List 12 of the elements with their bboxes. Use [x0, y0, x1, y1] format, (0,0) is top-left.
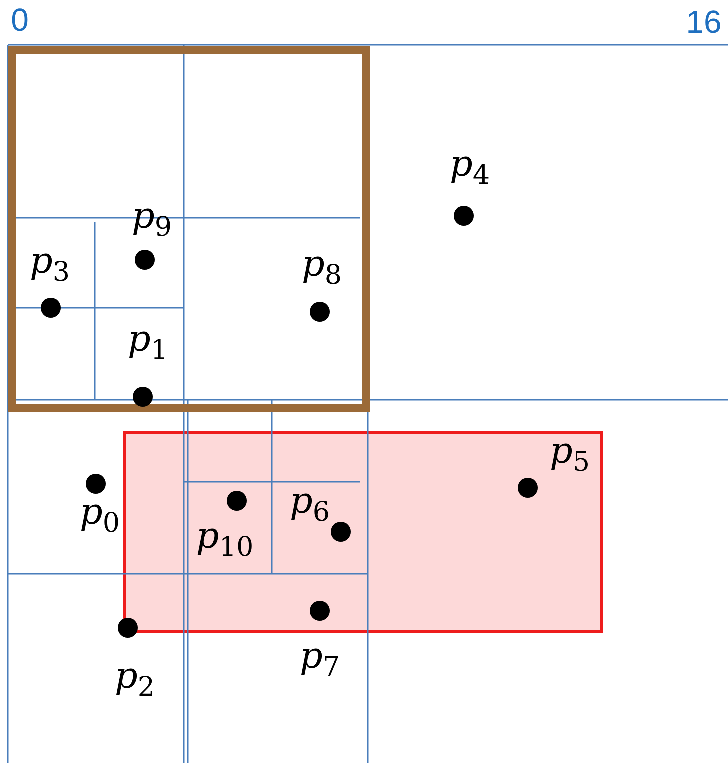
point-label: p$_{10}$ — [196, 518, 254, 562]
point-label: p$_{4}$ — [450, 146, 490, 190]
axis-label: 0 — [11, 4, 29, 36]
point-label: p$_{5}$ — [550, 434, 590, 476]
point-label: p$_{7}$ — [300, 638, 340, 682]
point-label: p$_{1}$ — [128, 322, 168, 364]
point-label: p$_{3}$ — [30, 244, 70, 286]
point-label: p$_{6}$ — [290, 484, 330, 526]
point-label: p$_{0}$ — [80, 494, 120, 538]
point-label: p$_{2}$ — [114, 658, 156, 702]
axis-label: 16 — [686, 6, 722, 38]
point-label: p$_{8}$ — [302, 246, 342, 290]
